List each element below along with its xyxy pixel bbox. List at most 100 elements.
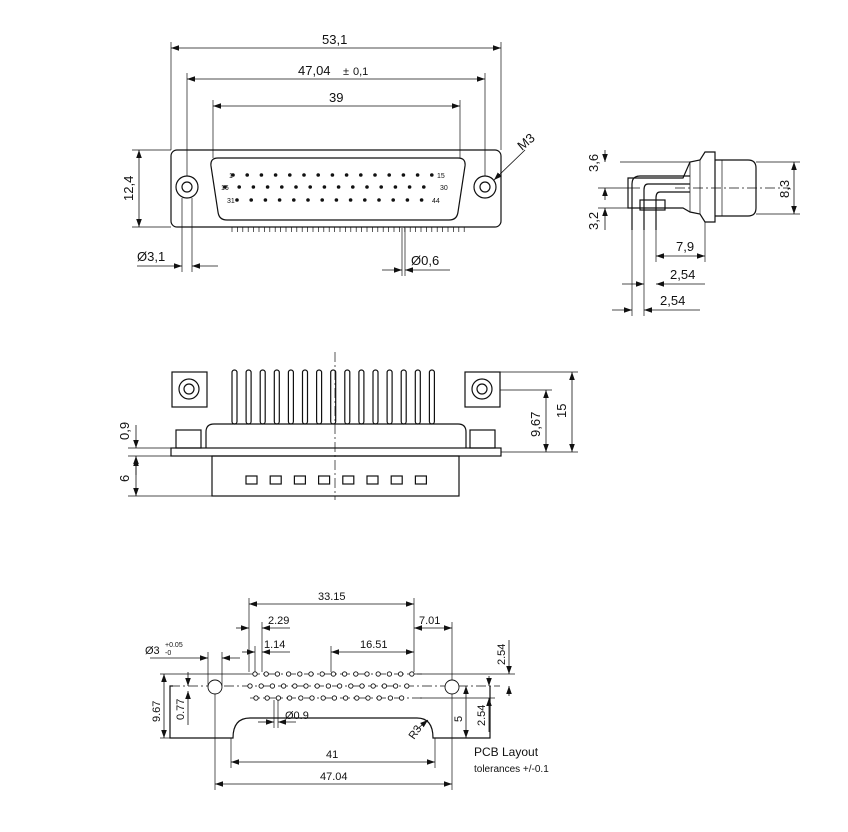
top-pin: [428, 369, 435, 425]
pcb-pin-hole: [375, 671, 381, 677]
pcb-pin-hole: [404, 683, 410, 689]
top-right-post: [464, 371, 501, 408]
pcb-pin-hole: [376, 695, 382, 701]
right-mount-hole: [473, 175, 497, 199]
front-pin: [322, 185, 327, 189]
pcb-pin-hole: [354, 695, 360, 701]
top-pin: [245, 369, 252, 425]
pcb-pin-hole: [342, 695, 349, 701]
pcb-pin-hole: [309, 695, 315, 701]
front-pin: [277, 198, 282, 202]
top-flange: [170, 447, 502, 457]
pcb-pin-hole: [386, 671, 393, 677]
pcb-pin-hole: [370, 683, 376, 689]
dim-height-label: 12,4: [121, 176, 136, 201]
top-right-foot: [469, 429, 496, 449]
top-pin: [414, 369, 421, 425]
right-mount-hole-inner: [479, 181, 491, 193]
front-pin: [422, 185, 426, 189]
dim-bottom-offset-label: 3,2: [586, 212, 601, 230]
front-pin: [288, 173, 292, 177]
pcb-pin-hole: [252, 671, 258, 677]
pcb-pin-hole: [381, 683, 388, 689]
dim-mount-hole-tol-plus: +0.05: [165, 642, 183, 649]
pcb-pin-hole: [263, 671, 269, 677]
dim-row-pitch-top-label: 2.54: [496, 644, 508, 665]
pcb-pin-hole: [264, 695, 270, 701]
dim-pitch-2-label: 2,54: [660, 293, 685, 308]
top-slot: [342, 475, 355, 485]
dim-body-height-label: 8,3: [777, 180, 792, 198]
front-flange: [170, 149, 502, 228]
top-pin-array: [231, 369, 435, 425]
dim-row-length-label: 33.15: [318, 591, 346, 603]
top-pin: [287, 369, 294, 425]
front-pin: [223, 185, 227, 189]
front-pin: [405, 198, 410, 202]
side-pin-inner: [655, 191, 690, 230]
pcb-pin-hole: [292, 683, 298, 689]
front-pin: [401, 173, 406, 177]
left-mount-hole-inner: [181, 181, 193, 193]
pcb-right-mount-hole: [444, 679, 460, 695]
top-pin: [259, 369, 266, 425]
front-pin: [263, 198, 268, 202]
front-pin: [273, 173, 278, 177]
pcb-pin-hole: [353, 671, 359, 677]
top-pin: [330, 369, 337, 425]
top-slot: [293, 475, 306, 485]
pcb-pin-hole: [297, 671, 303, 677]
pcb-pin-hole: [397, 671, 404, 677]
front-pin: [336, 185, 341, 189]
side-pin-outer: [631, 175, 690, 230]
front-pin: [351, 185, 355, 189]
pcb-pin-hole: [285, 671, 292, 677]
dim-cutout-depth-label: 5: [453, 716, 465, 722]
left-mount-hole: [175, 175, 199, 199]
dim-overall-width-label: 53,1: [322, 32, 347, 47]
side-view: 3,6 3,2 8,3 7,9 2,54 2,54: [586, 150, 800, 316]
side-standoff: [639, 199, 666, 211]
dim-cutout-width-label: 41: [326, 749, 338, 761]
pcb-title: PCB Layout: [474, 745, 539, 759]
dim-pin-dia-label: Ø0,6: [411, 253, 439, 268]
dim-half-pitch-label: 1.14: [264, 639, 285, 651]
front-pin: [359, 173, 363, 177]
front-pin: [379, 185, 384, 189]
pin-label-1: 1: [229, 173, 233, 180]
pin-label-15: 15: [437, 173, 445, 180]
pcb-pin-hole: [341, 671, 348, 677]
dim-pcb-depth-label: 9.67: [151, 701, 163, 722]
side-pin-middle: [643, 183, 690, 230]
front-pin: [249, 198, 253, 202]
dim-pitch-span-label: 16.51: [360, 639, 388, 651]
dim-mount-hole-tol-minus: -0: [165, 650, 171, 657]
top-shell: [211, 455, 460, 497]
front-pin: [245, 173, 249, 177]
front-pin: [419, 198, 424, 202]
front-pin: [334, 198, 339, 202]
pin-label-16: 16: [221, 185, 229, 192]
pcb-pin-hole: [398, 695, 405, 701]
top-slot: [366, 475, 379, 485]
front-pin: [391, 198, 396, 202]
front-pin: [251, 185, 256, 189]
pcb-pin-hole: [253, 695, 259, 701]
top-body: [205, 423, 467, 448]
top-pin: [372, 369, 379, 425]
front-pin: [365, 185, 369, 189]
pin-label-31: 31: [227, 198, 235, 205]
front-pin: [259, 173, 264, 177]
dim-mount-spacing-tol-sign: ±: [343, 66, 349, 78]
pcb-pin-hole: [269, 683, 276, 689]
top-pin: [344, 369, 351, 425]
dim-radius: [415, 719, 429, 731]
pcb-pin-hole: [258, 683, 264, 689]
dim-mount-hole-label: Ø3: [145, 645, 160, 657]
front-pin: [292, 198, 296, 202]
pcb-pin-hole: [314, 683, 320, 689]
pcb-pin-hole: [280, 683, 287, 689]
dim-row-offset-label: 0.77: [175, 699, 187, 720]
top-left-post-hole-inner: [183, 383, 195, 395]
